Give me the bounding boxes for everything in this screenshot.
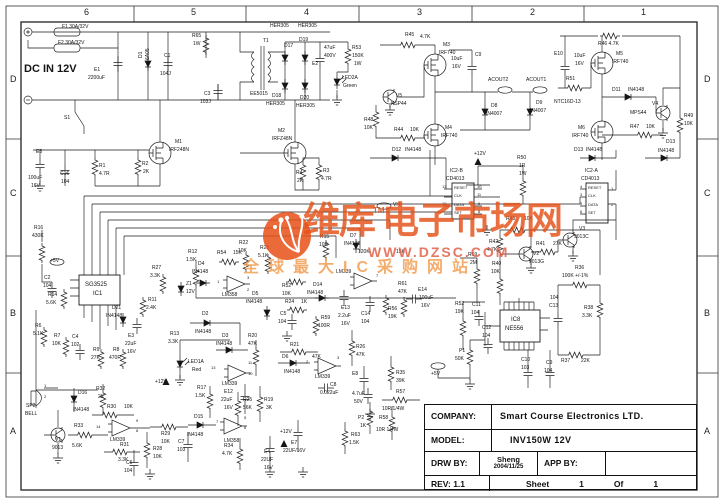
sheet-frame: [5, 5, 719, 498]
zone-row-A: A: [704, 426, 711, 436]
ic-boxes: [78, 182, 609, 343]
supply-arrows: [162, 158, 482, 447]
zone-column-1: 1: [641, 7, 647, 17]
zone-column-3: 3: [417, 7, 423, 17]
zone-column-4: 4: [304, 7, 310, 17]
drw-name: Sheng: [497, 455, 520, 464]
zone-column-2: 2: [530, 7, 536, 17]
zone-row-B: B: [704, 308, 711, 318]
zone-column-6: 6: [84, 7, 90, 17]
zone-row-D: D: [10, 74, 17, 84]
sheet-number: 1: [579, 479, 584, 489]
app-by-label: APP BY:: [544, 458, 578, 468]
sheet-word: Sheet: [526, 479, 550, 489]
rev-label: REV: 1.1: [431, 479, 466, 489]
drw-date: 2004/11/25: [493, 464, 524, 470]
zone-row-A: A: [10, 426, 17, 436]
zone-row-B: B: [10, 308, 17, 318]
title-block: COMPANY: Smart Course Electronics LTD. M…: [424, 404, 697, 491]
zone-column-5: 5: [191, 7, 197, 17]
zone-row-C: C: [704, 188, 711, 198]
zone-row-C: C: [10, 188, 17, 198]
zone-row-D: D: [704, 74, 711, 84]
drw-by-label: DRW BY:: [431, 458, 468, 468]
of-total: 1: [653, 479, 659, 489]
company-value: Smart Course Electronics LTD.: [500, 411, 644, 421]
model-value: INV150W 12V: [510, 435, 572, 445]
of-word: Of: [613, 479, 624, 489]
model-label: MODEL:: [431, 435, 465, 445]
company-label: COMPANY:: [431, 411, 477, 421]
